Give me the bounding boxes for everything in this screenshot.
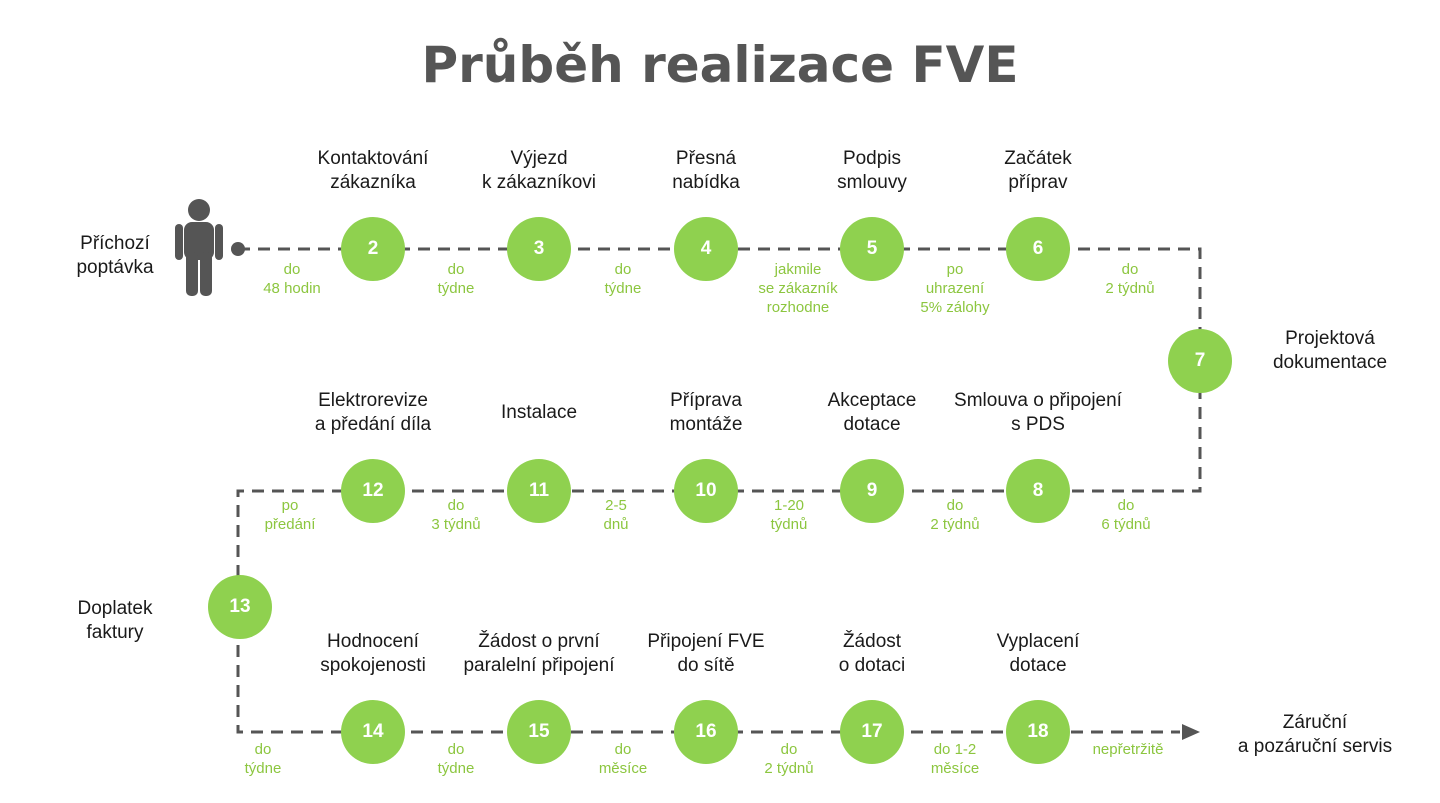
start-dot — [231, 242, 245, 256]
person-icon — [175, 199, 223, 296]
step-node-11: 11 — [507, 459, 571, 523]
step-node-14: 14 — [341, 700, 405, 764]
step-node-12: 12 — [341, 459, 405, 523]
duration-label: nepřetržitě — [1092, 741, 1164, 758]
step-node-4: 4 — [674, 217, 738, 281]
step-node-6: 6 — [1006, 217, 1070, 281]
step-node-3: 3 — [507, 217, 571, 281]
step-node-17: 17 — [840, 700, 904, 764]
step-node-9: 9 — [840, 459, 904, 523]
step-node-16: 16 — [674, 700, 738, 764]
arrow-right-icon — [1182, 724, 1200, 740]
step-node-15: 15 — [507, 700, 571, 764]
step-node-10: 10 — [674, 459, 738, 523]
step-label-11: Instalace — [500, 402, 578, 423]
step-node-5: 5 — [840, 217, 904, 281]
step-node-13: 13 — [208, 575, 272, 639]
step-node-8: 8 — [1006, 459, 1070, 523]
step-node-2: 2 — [341, 217, 405, 281]
step-node-18: 18 — [1006, 700, 1070, 764]
step-node-7: 7 — [1168, 329, 1232, 393]
page-title: Průběh realizace FVE — [421, 36, 1019, 94]
